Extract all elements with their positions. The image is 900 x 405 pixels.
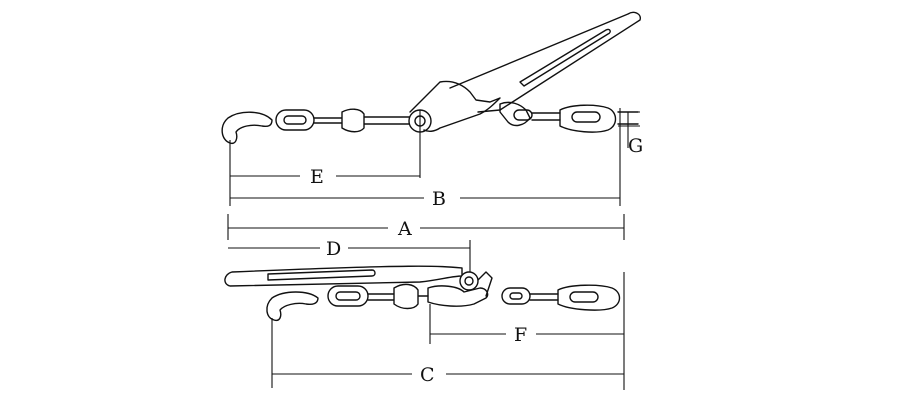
- dimension-label-d: D: [326, 238, 341, 260]
- top-right-hook: [559, 104, 617, 133]
- dimension-label-b: B: [432, 188, 446, 210]
- bottom-chain-link: [327, 285, 369, 307]
- dimension-d-line: [228, 240, 471, 272]
- top-binder-assembly: [221, 11, 641, 145]
- bottom-connector: [367, 283, 429, 310]
- dimension-c-line: [271, 318, 624, 388]
- dimension-label-f: F: [514, 324, 527, 346]
- dimension-f-line: [429, 304, 624, 344]
- top-pawl: [499, 101, 531, 127]
- bottom-left-hook: [266, 291, 319, 322]
- top-lever: [449, 11, 641, 113]
- bottom-binder-assembly: [224, 265, 621, 322]
- dimension-lines: [227, 108, 640, 390]
- top-lever-slot: [519, 28, 611, 87]
- top-left-hook: [221, 111, 273, 145]
- bottom-handle: [224, 265, 463, 287]
- bottom-binder-body: [427, 285, 489, 307]
- dimension-label-g: G: [628, 135, 643, 157]
- bottom-handle-slot: [267, 269, 376, 281]
- dimension-label-e: E: [310, 166, 324, 188]
- top-connector: [313, 108, 413, 133]
- dimension-a-line: [227, 214, 625, 240]
- dimension-label-c: C: [420, 364, 435, 386]
- dimension-label-a: A: [397, 218, 412, 240]
- bottom-right-hook: [557, 284, 621, 311]
- top-handle-body: [409, 80, 501, 133]
- top-chain-link: [275, 109, 315, 131]
- bottom-pivot-eye: [459, 271, 479, 291]
